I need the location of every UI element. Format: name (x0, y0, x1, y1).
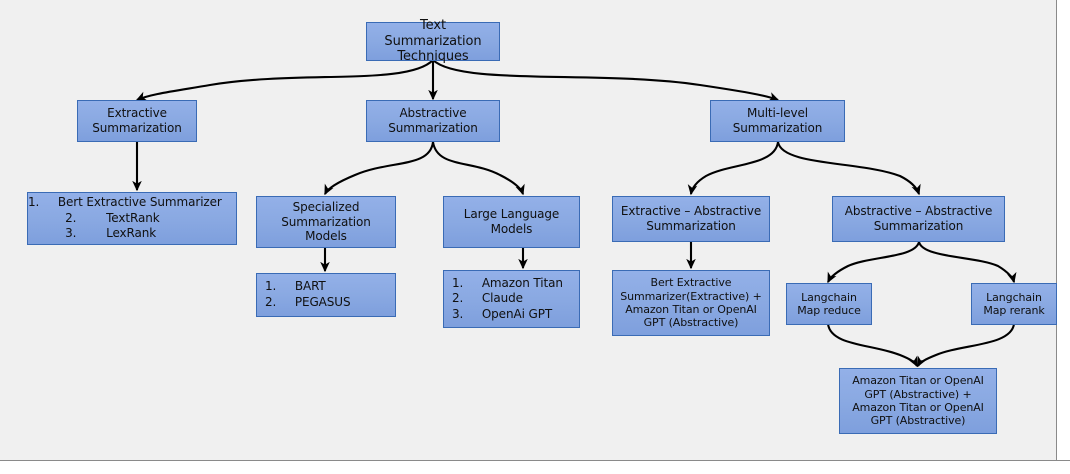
node-abstractive-abstractive-summarization[interactable]: Abstractive – Abstractive Summarization (832, 196, 1005, 242)
node-langchain-map-reduce[interactable]: Langchain Map reduce (786, 283, 872, 325)
edge-map-reduce-to-detail (826, 323, 918, 368)
edge-multilevel-to-ext-abs (687, 141, 780, 196)
edge-multilevel-to-abs-abs (776, 141, 921, 196)
node-label: Langchain Map rerank (983, 290, 1045, 317)
edge-root-to-multilevel (432, 59, 780, 102)
node-extractive-techniques-list[interactable]: 1. Bert Extractive Summarizer 2. TextRan… (27, 192, 237, 245)
node-llm-list[interactable]: 1. Amazon Titan 2. Claude 3. OpenAi GPT (443, 270, 580, 328)
node-label: Extractive Summarization (92, 106, 182, 135)
node-multi-level-summarization[interactable]: Multi-level Summarization (710, 100, 845, 142)
node-label: Abstractive Summarization (388, 106, 478, 135)
node-label: Extractive – Abstractive Summarization (620, 204, 762, 233)
page-bottom-margin (0, 460, 1070, 474)
node-label: Specialized Summarization Models (281, 200, 371, 244)
node-label: Text Summarization Techniques (384, 17, 482, 65)
edge-root-to-extractive (135, 59, 434, 101)
node-langchain-map-rerank[interactable]: Langchain Map rerank (971, 283, 1057, 325)
node-label: 1. BART 2. PEGASUS (265, 279, 351, 309)
node-label: Large Language Models (463, 207, 560, 236)
edge-map-rerank-to-detail (917, 323, 1016, 368)
node-specialized-summarization-models[interactable]: Specialized Summarization Models (256, 196, 396, 248)
page-right-margin (1056, 0, 1070, 474)
node-label: 1. Bert Extractive Summarizer 2. TextRan… (28, 195, 222, 241)
edge-abs-abs-to-map-rerank (917, 241, 1017, 284)
node-text-summarization-techniques[interactable]: Text Summarization Techniques (366, 18, 500, 64)
node-large-language-models[interactable]: Large Language Models (443, 196, 580, 248)
node-label: 1. Amazon Titan 2. Claude 3. OpenAi GPT (452, 275, 563, 321)
node-extractive-abstractive-detail[interactable]: Bert Extractive Summarizer(Extractive) +… (612, 270, 770, 336)
node-extractive-summarization[interactable]: Extractive Summarization (77, 100, 197, 142)
node-abstractive-summarization[interactable]: Abstractive Summarization (366, 100, 500, 142)
node-label: Amazon Titan or OpenAI GPT (Abstractive)… (852, 374, 984, 428)
edge-abs-abs-to-map-reduce (827, 241, 921, 284)
edge-abstractive-to-specialized (324, 141, 435, 196)
node-label: Bert Extractive Summarizer(Extractive) +… (620, 276, 762, 330)
node-extractive-abstractive-summarization[interactable]: Extractive – Abstractive Summarization (612, 196, 770, 242)
edge-abstractive-to-llm (431, 141, 525, 196)
node-abstractive-abstractive-detail[interactable]: Amazon Titan or OpenAI GPT (Abstractive)… (839, 368, 997, 434)
node-label: Multi-level Summarization (732, 106, 823, 135)
node-label: Langchain Map reduce (797, 290, 861, 317)
node-label: Abstractive – Abstractive Summarization (844, 204, 993, 233)
node-specialized-models-list[interactable]: 1. BART 2. PEGASUS (256, 273, 396, 317)
